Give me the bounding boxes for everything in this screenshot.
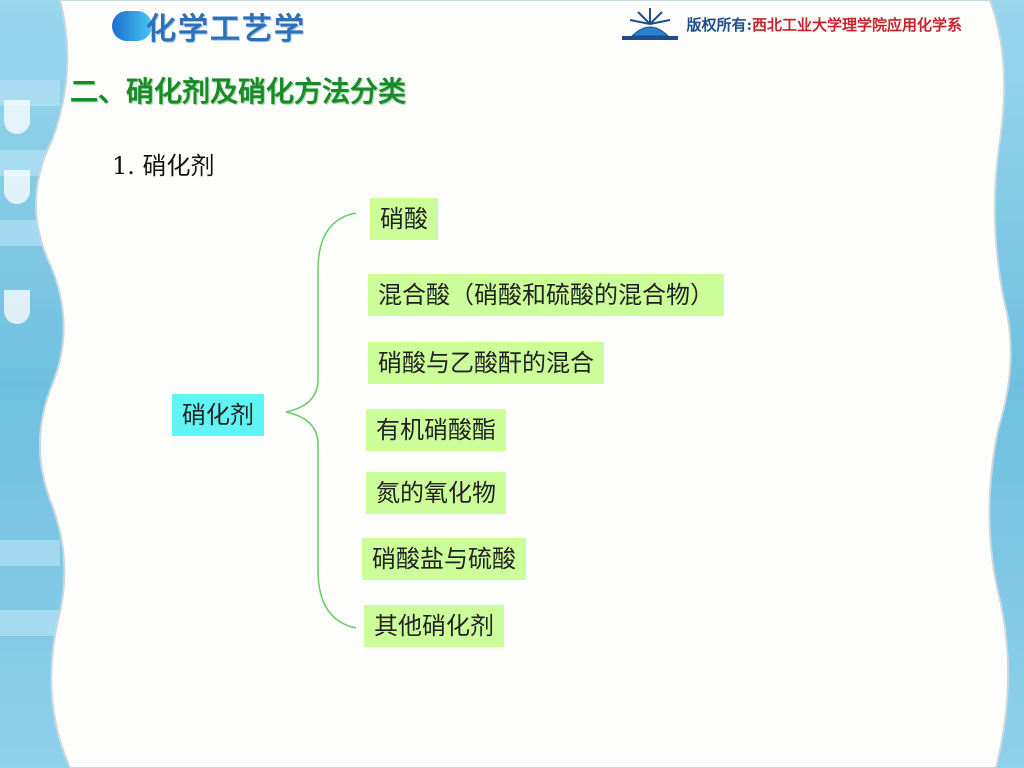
diagram-root-node: 硝化剂 — [172, 394, 264, 436]
diagram-leaf-node: 有机硝酸酯 — [366, 409, 506, 451]
diagram-leaf-node: 硝酸 — [370, 198, 438, 240]
flask-icon — [4, 170, 30, 204]
header-logo: 化学工艺学 — [112, 5, 316, 47]
section-title: 二、硝化剂及硝化方法分类 — [70, 75, 407, 108]
diagram-leaf-node: 混合酸（硝酸和硫酸的混合物） — [368, 274, 724, 316]
diagram-leaf-node: 硝酸与乙酸酐的混合 — [368, 342, 604, 384]
copyright-organization: 西北工业大学理学院应用化学系 — [751, 15, 962, 34]
copyright-banner: 版权所有: 西北工业大学理学院应用化学系 — [618, 6, 962, 42]
flask-icon — [4, 100, 30, 134]
copyright-label: 版权所有: — [686, 15, 752, 34]
sunrise-icon — [622, 8, 679, 40]
background-stripe — [0, 540, 60, 566]
diagram-leaf-node: 其他硝化剂 — [364, 605, 504, 647]
diagram-leaf-node: 硝酸盐与硫酸 — [362, 538, 526, 580]
background-stripe — [0, 610, 60, 636]
diagram-leaf-node: 氮的氧化物 — [366, 472, 506, 514]
subsection-heading: 1. 硝化剂 — [112, 152, 215, 180]
flask-icon — [4, 290, 30, 324]
logo-text: 化学工艺学 — [146, 12, 306, 47]
